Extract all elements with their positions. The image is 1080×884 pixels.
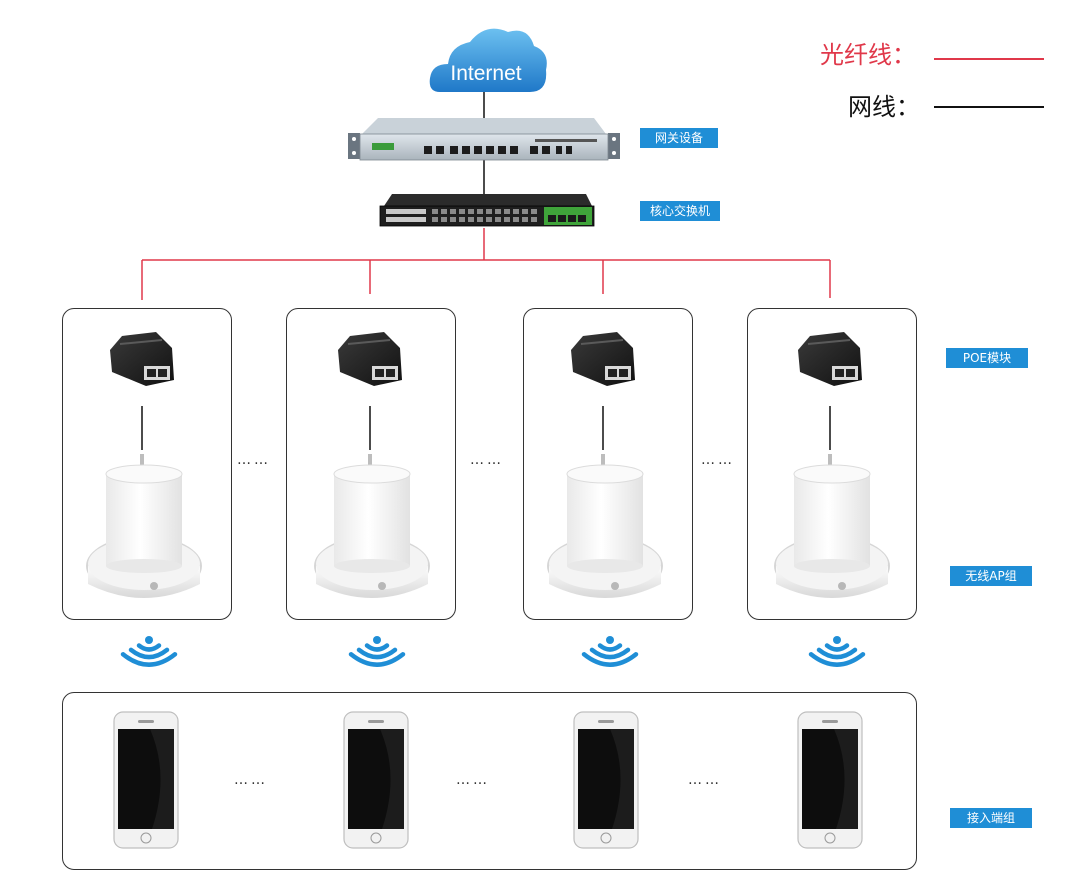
tag-terminal-group: 接入端组 [950, 808, 1032, 828]
smartphone-icon [573, 711, 639, 849]
ap-unit-1 [86, 332, 202, 598]
tag-ap-group: 无线AP组 [950, 566, 1032, 586]
smartphone-icon [343, 711, 409, 849]
legend-cable-line [934, 106, 1044, 108]
phone-ellipsis-2: …… [456, 772, 490, 788]
fiber-lines [141, 228, 831, 300]
poe-module-icon [571, 332, 635, 386]
ap-ellipsis-1: …… [237, 452, 271, 468]
wireless-ap-icon [774, 454, 890, 598]
phone-graphics [113, 711, 863, 849]
ap-unit-2 [314, 332, 430, 598]
wireless-ap-icon [86, 454, 202, 598]
poe-module-icon [798, 332, 862, 386]
ap-panel-4 [747, 308, 917, 620]
wifi-icon [120, 636, 178, 667]
phone-ellipsis-3: …… [688, 772, 722, 788]
legend-fiber-label: 光纤线： [820, 41, 916, 69]
legend-cable-label: 网线： [848, 93, 920, 121]
smartphone-icon [797, 711, 863, 849]
tag-core-switch: 核心交换机 [640, 201, 720, 221]
poe-module-icon [338, 332, 402, 386]
poe-module-icon [110, 332, 174, 386]
wireless-ap-icon [547, 454, 663, 598]
wifi-signals [120, 636, 866, 667]
tag-poe: POE模块 [946, 348, 1028, 368]
terminal-panel [62, 692, 917, 870]
ap-units-graphics [86, 332, 890, 598]
core-switch-icon [379, 194, 595, 227]
smartphone-icon [113, 711, 179, 849]
phone-ellipsis-1: …… [234, 772, 268, 788]
gateway-device-icon [348, 118, 620, 161]
ap-panel-2 [286, 308, 456, 620]
ap-panel-1 [62, 308, 232, 620]
wifi-icon [808, 636, 866, 667]
wifi-icon [581, 636, 639, 667]
ap-ellipsis-2: …… [470, 452, 504, 468]
tag-gateway: 网关设备 [640, 128, 718, 148]
internet-label: Internet [450, 62, 522, 85]
wifi-icon [348, 636, 406, 667]
ap-ellipsis-3: …… [701, 452, 735, 468]
ap-unit-3 [547, 332, 663, 598]
wireless-ap-icon [314, 454, 430, 598]
legend-fiber-line [934, 58, 1044, 60]
ap-unit-4 [774, 332, 890, 598]
ap-panel-3 [523, 308, 693, 620]
internet-cloud-icon [429, 28, 547, 93]
